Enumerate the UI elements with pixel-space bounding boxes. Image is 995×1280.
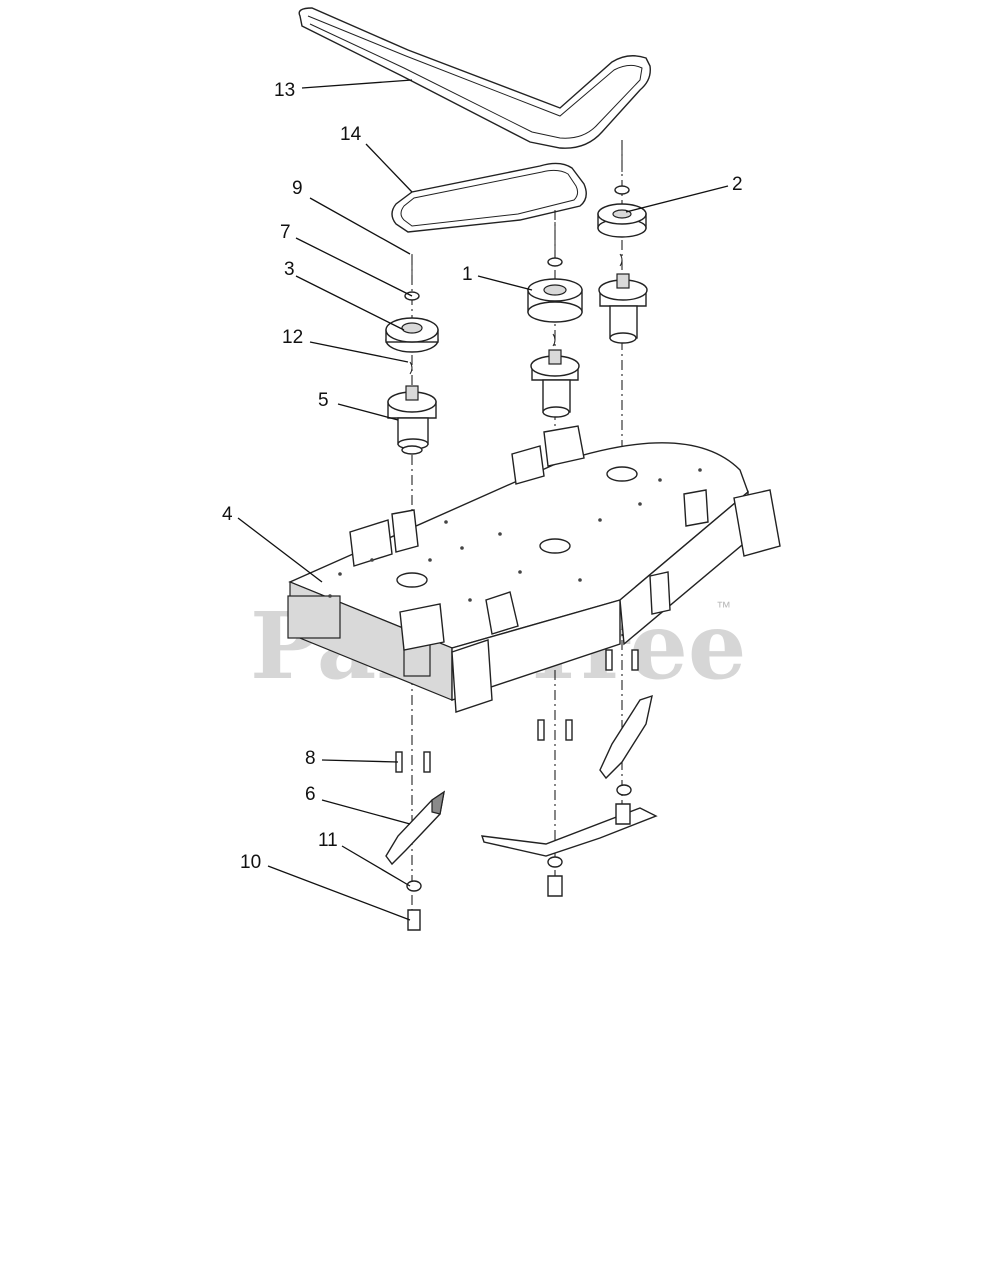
callout-7: 7 [280, 222, 291, 243]
callout-9: 9 [292, 178, 303, 199]
callout-2: 2 [732, 174, 743, 195]
callout-1: 1 [462, 264, 473, 285]
callout-3: 3 [284, 259, 295, 280]
callout-10: 10 [240, 852, 261, 873]
callout-14: 14 [340, 124, 362, 145]
washer-11 [406, 880, 422, 892]
callout-12: 12 [282, 327, 303, 348]
lower-hardware [385, 649, 658, 931]
bolt-10 [407, 909, 421, 931]
center-spindle [530, 349, 580, 418]
leader-lines [237, 79, 729, 921]
pulley-1 [527, 278, 583, 323]
callout-6: 6 [305, 784, 316, 805]
callout-13: 13 [274, 80, 295, 101]
belt-14 [391, 162, 587, 233]
callout-8: 8 [305, 748, 316, 769]
key-12 [409, 361, 413, 375]
center-spindle-assembly [527, 222, 583, 418]
callout-4: 4 [222, 504, 233, 525]
pulley-3 [385, 317, 439, 353]
left-spindle-assembly [385, 254, 439, 450]
callout-5: 5 [318, 390, 329, 411]
callouts: 13 14 9 7 3 12 5 4 1 2 8 6 11 10 [222, 80, 743, 873]
right-spindle [598, 273, 648, 344]
belt-13 [298, 7, 651, 149]
spindle-5 [387, 385, 437, 450]
watermark-trademark: ™ [716, 599, 731, 616]
pulley-2 [597, 203, 647, 238]
right-spindle-assembly [597, 145, 648, 344]
mower-deck-4 [287, 425, 781, 713]
callout-11: 11 [318, 830, 338, 851]
